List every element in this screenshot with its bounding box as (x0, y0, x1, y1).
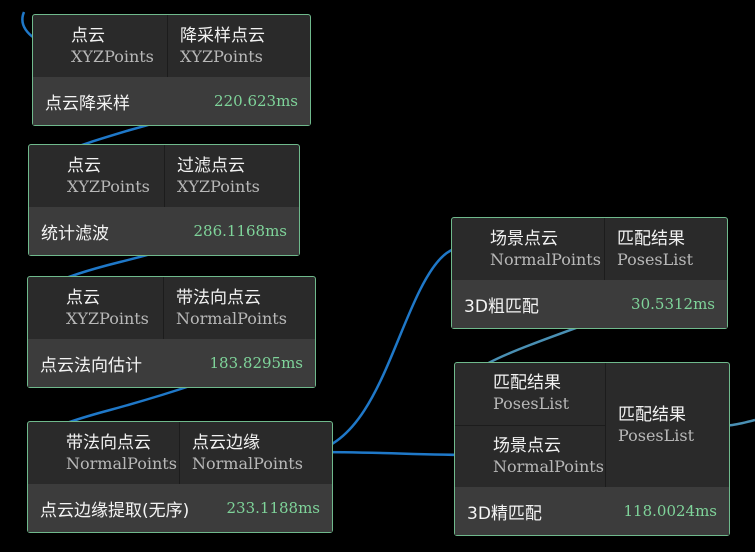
input-port[interactable]: 场景点云 NormalPoints (455, 424, 605, 488)
input-port[interactable]: 点云 XYZPoints (33, 15, 167, 77)
port-type: NormalPoints (176, 308, 287, 328)
port-name: 降采样点云 (180, 25, 265, 46)
wire-edge-to-coarse[interactable] (311, 246, 471, 454)
port-name: 匹配结果 (618, 404, 686, 425)
port-type: XYZPoints (180, 46, 263, 66)
port-type: XYZPoints (71, 46, 154, 66)
port-name: 匹配结果 (493, 373, 561, 394)
port-name: 点云边缘 (192, 432, 260, 453)
output-port[interactable]: 过滤点云 XYZPoints (165, 145, 299, 207)
port-type: PosesList (617, 249, 694, 269)
node-downsample[interactable]: 点云 XYZPoints 降采样点云 XYZPoints 点云降采样 220.6… (32, 14, 311, 126)
port-type: PosesList (493, 394, 570, 414)
output-port[interactable]: 匹配结果 PosesList (605, 218, 727, 280)
node-time: 286.1168ms (193, 222, 288, 240)
port-type: NormalPoints (493, 456, 604, 476)
node-footer: 点云边缘提取(无序) 233.1188ms (28, 484, 332, 532)
node-footer: 点云降采样 220.623ms (33, 77, 310, 125)
port-type: NormalPoints (66, 453, 177, 473)
port-name: 带法向点云 (66, 432, 151, 453)
port-type: XYZPoints (66, 308, 149, 328)
port-type: XYZPoints (67, 176, 150, 196)
node-statistical-filter[interactable]: 点云 XYZPoints 过滤点云 XYZPoints 统计滤波 286.116… (28, 144, 300, 256)
port-type: NormalPoints (490, 249, 601, 269)
node-time: 233.1188ms (226, 499, 321, 517)
input-port[interactable]: 带法向点云 NormalPoints (28, 422, 179, 484)
wire-edge-to-fine[interactable] (311, 450, 476, 457)
node-footer: 3D粗匹配 30.5312ms (452, 280, 727, 328)
port-name: 带法向点云 (176, 287, 261, 308)
port-name: 点云 (71, 25, 105, 46)
node-footer: 点云法向估计 183.8295ms (28, 339, 315, 387)
port-name: 匹配结果 (617, 228, 685, 249)
output-port[interactable]: 降采样点云 XYZPoints (168, 15, 310, 77)
node-time: 30.5312ms (631, 295, 715, 313)
output-port[interactable]: 点云边缘 NormalPoints (180, 422, 332, 484)
node-edge-extraction[interactable]: 带法向点云 NormalPoints 点云边缘 NormalPoints 点云边… (27, 421, 333, 533)
node-fine-matching[interactable]: 匹配结果 PosesList 场景点云 NormalPoints 匹配结果 Po… (454, 362, 730, 536)
output-port[interactable]: 带法向点云 NormalPoints (164, 277, 315, 339)
node-title: 点云法向估计 (40, 355, 142, 376)
node-footer: 统计滤波 286.1168ms (29, 207, 299, 255)
node-time: 118.0024ms (623, 502, 718, 520)
port-name: 场景点云 (493, 435, 561, 456)
port-type: PosesList (618, 425, 695, 445)
node-title: 3D粗匹配 (464, 296, 539, 317)
port-name: 过滤点云 (177, 155, 245, 176)
input-port[interactable]: 点云 XYZPoints (28, 277, 163, 339)
node-normal-estimation[interactable]: 点云 XYZPoints 带法向点云 NormalPoints 点云法向估计 1… (27, 276, 316, 388)
node-title: 点云降采样 (45, 93, 130, 114)
node-time: 183.8295ms (209, 354, 304, 372)
node-coarse-matching[interactable]: 场景点云 NormalPoints 匹配结果 PosesList 3D粗匹配 3… (451, 217, 728, 329)
input-port[interactable]: 点云 XYZPoints (29, 145, 164, 207)
node-title: 统计滤波 (41, 223, 109, 244)
node-footer: 3D精匹配 118.0024ms (455, 487, 729, 535)
input-port[interactable]: 匹配结果 PosesList (455, 363, 605, 425)
port-type: XYZPoints (177, 176, 260, 196)
input-port[interactable]: 场景点云 NormalPoints (452, 218, 604, 280)
port-name: 场景点云 (490, 228, 558, 249)
node-title: 3D精匹配 (467, 503, 542, 524)
node-time: 220.623ms (214, 92, 298, 110)
port-name: 点云 (66, 287, 100, 308)
port-name: 点云 (67, 155, 101, 176)
output-port[interactable]: 匹配结果 PosesList (606, 363, 729, 487)
node-title: 点云边缘提取(无序) (40, 500, 190, 521)
port-type: NormalPoints (192, 453, 303, 473)
